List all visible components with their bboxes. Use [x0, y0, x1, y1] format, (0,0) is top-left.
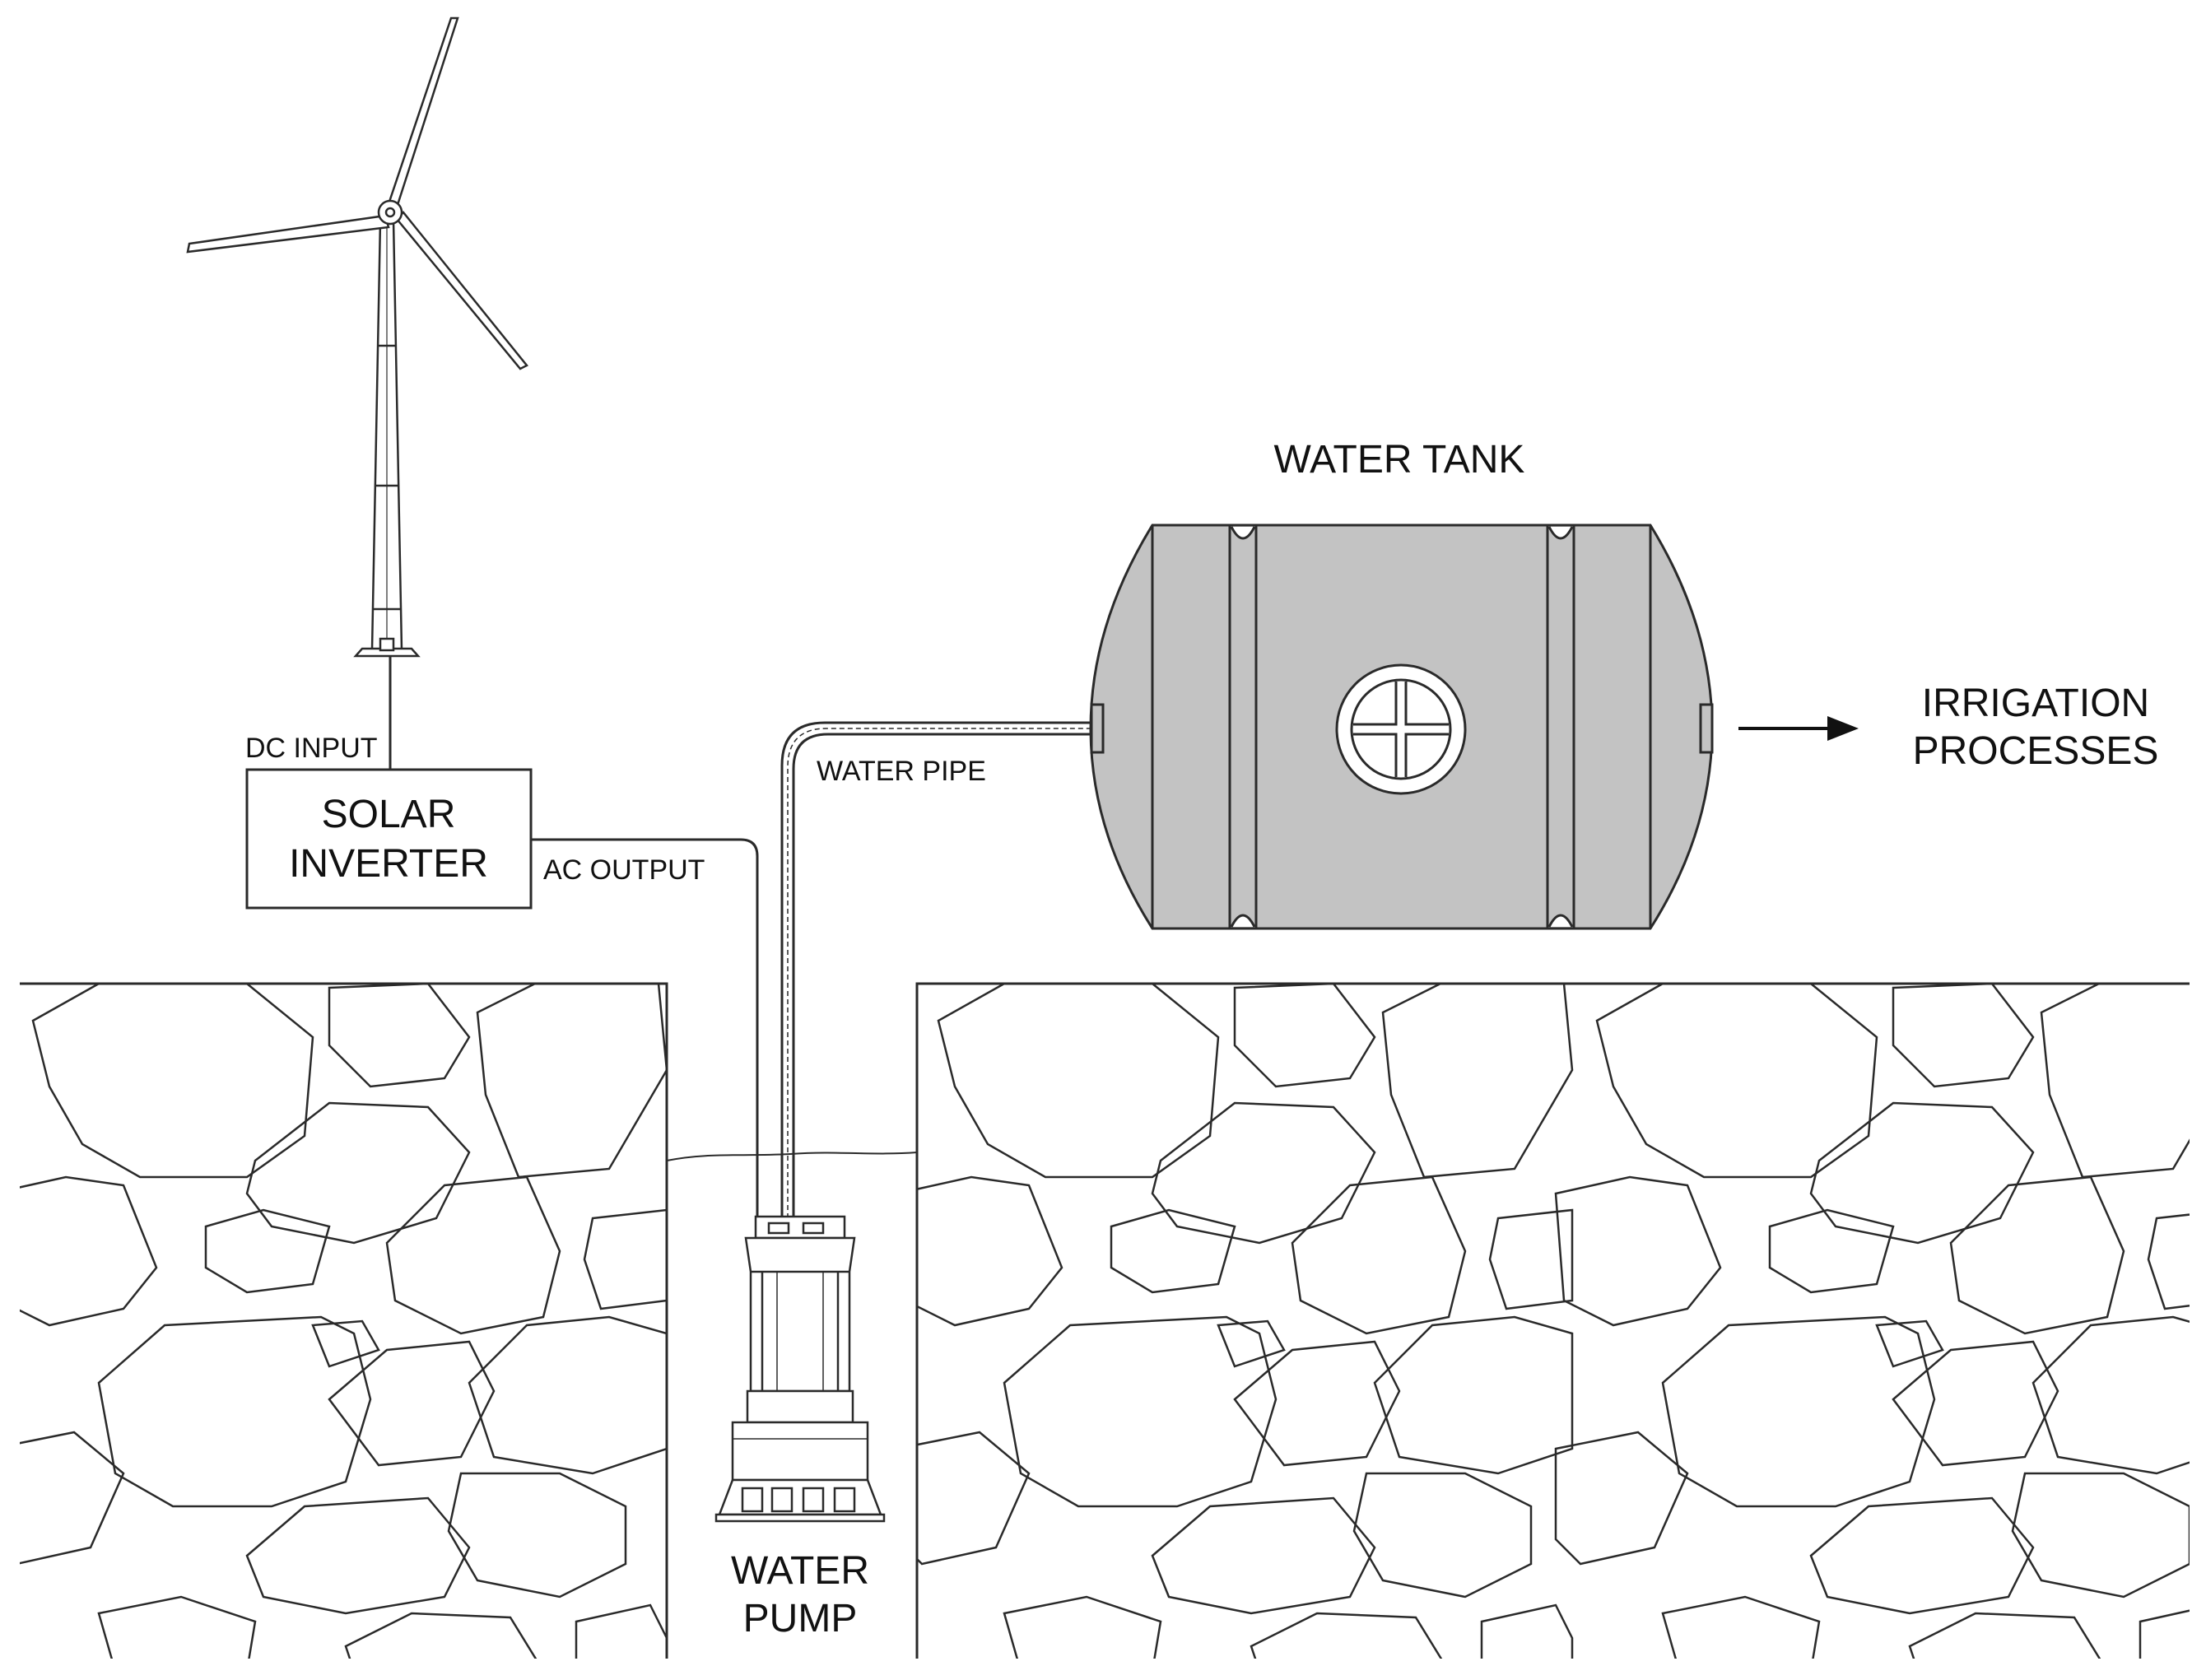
water-tank-label: WATER TANK [1274, 438, 1525, 482]
irrigation-label-line2: PROCESSES [1913, 729, 2159, 773]
water-pump [714, 1215, 886, 1523]
arrow-right-icon [1738, 716, 1859, 741]
water-pump-label-line1: WATER [731, 1549, 869, 1593]
solar-inverter: SOLAR INVERTER [245, 768, 533, 910]
water-tank [1089, 524, 1714, 930]
wind-turbine [186, 16, 528, 770]
water-pump-label-line2: PUMP [743, 1597, 858, 1640]
irrigation-label-line1: IRRIGATION [1922, 682, 2149, 725]
solar-inverter-label-line2: INVERTER [289, 842, 488, 886]
dc-input-label: DC INPUT [245, 733, 378, 764]
water-pipe-label: WATER PIPE [817, 756, 986, 787]
ground-left [20, 982, 668, 1659]
water-pipe [780, 721, 1095, 1226]
power-cable [531, 838, 759, 1226]
water-level-line [666, 1152, 918, 1161]
ground-right [915, 982, 2190, 1659]
solar-inverter-label-line1: SOLAR [322, 793, 456, 836]
ac-output-label: AC OUTPUT [543, 854, 705, 886]
